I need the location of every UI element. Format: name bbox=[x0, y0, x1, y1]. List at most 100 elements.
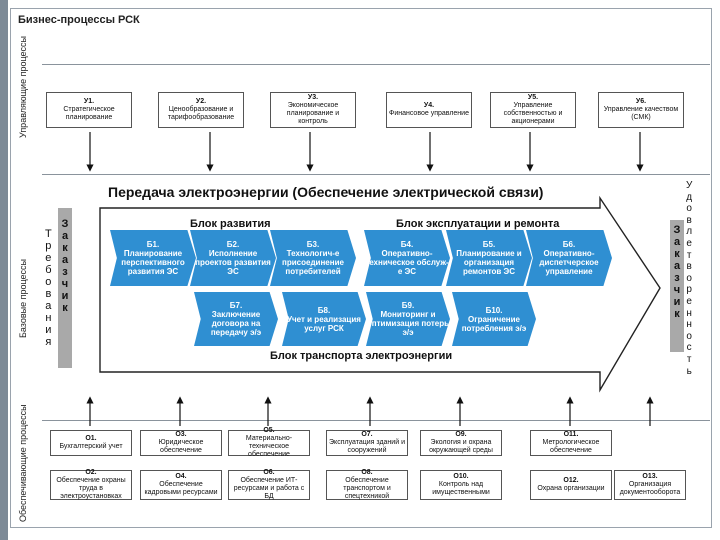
support-process-о8-code: О8. bbox=[361, 469, 373, 476]
basic-process-б1: Б1.Планирование перспективного развития … bbox=[110, 230, 196, 286]
support-process-о9-text: Экология и охрана окружающей среды bbox=[429, 439, 493, 454]
vertical-letter: е bbox=[686, 237, 692, 249]
basic-process-б2: Б2.Исполнение проектов развития ЭС bbox=[190, 230, 276, 286]
basic-process-б3: Б3.Технологич-е присоединение потребител… bbox=[270, 230, 356, 286]
side-label-support: Обеспечивающие процессы bbox=[18, 404, 28, 522]
block-development-label: Блок развития bbox=[190, 218, 271, 230]
management-process-2-text: Ценообразование и тарифообразование bbox=[167, 106, 235, 121]
management-process-5: У5.Управление собственностью и акционера… bbox=[490, 92, 576, 128]
divider-management bbox=[42, 64, 710, 65]
management-process-2-code: У2. bbox=[195, 98, 207, 105]
vertical-letter: З bbox=[673, 224, 681, 236]
basic-process-б2-text: Исполнение проектов развития ЭС bbox=[195, 249, 271, 276]
support-process-о2-text: Обеспечение охраны труда в электроустано… bbox=[56, 477, 126, 500]
basic-process-б6-code: Б6. bbox=[562, 240, 576, 249]
vertical-letter: о bbox=[45, 276, 52, 288]
management-process-1-text: Стратегическое планирование bbox=[63, 106, 115, 121]
basic-process-б4-text: Оперативно-техническое обслуж-е ЭС bbox=[365, 249, 449, 276]
support-process-о8-text: Обеспечение транспортом и спецтехникой bbox=[343, 477, 391, 500]
vertical-letter: и bbox=[45, 324, 52, 336]
basic-process-б3-code: Б3. bbox=[306, 240, 320, 249]
basic-process-б4: Б4.Оперативно-техническое обслуж-е ЭС bbox=[364, 230, 450, 286]
basic-process-б7: Б7.Заключение договора на передачу э/э bbox=[194, 292, 278, 346]
support-process-о2: О2.Обеспечение охраны труда в электроуст… bbox=[50, 469, 132, 500]
basic-process-б5-text: Планирование и организация ремонтов ЭС bbox=[456, 249, 522, 276]
vertical-letter: У bbox=[686, 180, 693, 191]
vertical-letter: е bbox=[686, 295, 692, 307]
basic-process-б10-code: Б10. bbox=[485, 305, 503, 315]
vertical-letter: а bbox=[45, 300, 52, 312]
vertical-letter: а bbox=[673, 236, 681, 248]
basic-process-б6-text: Оперативно-диспетчерское управление bbox=[539, 249, 599, 276]
management-process-4: У4.Финансовое управление bbox=[386, 92, 472, 128]
vertical-letter: а bbox=[61, 254, 69, 266]
management-process-1: У1.Стратегическое планирование bbox=[46, 92, 132, 128]
management-process-6: У6.Управление качеством (СМК) bbox=[598, 92, 684, 128]
side-label-basic: Базовые процессы bbox=[18, 258, 28, 338]
support-process-о5-text: Материально-техническое обеспечение bbox=[245, 435, 293, 458]
support-process-о4-code: О4. bbox=[175, 473, 187, 480]
left-decor-bar bbox=[0, 0, 8, 540]
support-process-о10: О10.Контроль над имущественными bbox=[420, 470, 502, 500]
management-process-1-code: У1. bbox=[83, 98, 95, 105]
vertical-letter: с bbox=[686, 342, 692, 354]
support-process-о1: О1.Бухгалтерский учет bbox=[50, 430, 132, 456]
page-title: Бизнес-процессы РСК bbox=[18, 14, 140, 26]
management-process-3-code: У3. bbox=[307, 94, 319, 101]
basic-process-б9-code: Б9. bbox=[401, 301, 415, 310]
vertical-letter: о bbox=[686, 330, 692, 342]
management-process-5-text: Управление собственностью и акционерами bbox=[503, 102, 563, 125]
vertical-letter: и bbox=[673, 296, 681, 308]
management-process-2: У2.Ценообразование и тарифообразование bbox=[158, 92, 244, 128]
basic-process-б9-text: Мониторинг и оптимизация потерь э/э bbox=[366, 310, 450, 337]
vertical-letter: ь bbox=[686, 365, 692, 377]
support-process-о10-code: О10. bbox=[453, 473, 469, 480]
vertical-letter: и bbox=[61, 290, 69, 302]
transmission-title: Передача электроэнергии (Обеспечение эле… bbox=[108, 184, 544, 200]
basic-process-б7-text: Заключение договора на передачу э/э bbox=[210, 310, 262, 337]
vertical-letter: р bbox=[686, 284, 692, 296]
support-process-о12-code: О12. bbox=[563, 477, 579, 484]
vertical-letter: З bbox=[61, 218, 69, 230]
management-process-3-text: Экономическое планирование и контроль bbox=[286, 102, 340, 125]
support-process-о6-code: О6. bbox=[263, 469, 275, 476]
vertical-letter: ч bbox=[61, 278, 69, 290]
support-process-о3: О3.Юридическое обеспечение bbox=[140, 430, 222, 456]
vertical-letter: р bbox=[45, 240, 52, 252]
basic-process-б2-code: Б2. bbox=[226, 240, 240, 249]
vertical-letter: Т bbox=[45, 228, 52, 240]
management-process-6-code: У6. bbox=[635, 98, 647, 105]
vertical-letter: о bbox=[686, 203, 692, 215]
basic-process-б10: Б10.Ограничение потребления э/э bbox=[452, 292, 536, 346]
divider-basic bbox=[42, 174, 710, 175]
support-process-о6: О6.Обеспечение ИТ-ресурсами и работа с Б… bbox=[228, 469, 310, 500]
vertical-letter: к bbox=[674, 248, 680, 260]
vertical-letter: я bbox=[45, 336, 52, 348]
side-label-management: Управляющие процессы bbox=[18, 36, 28, 138]
support-process-о8: О8.Обеспечение транспортом и спецтехнико… bbox=[326, 469, 408, 500]
vertical-letter: т bbox=[686, 353, 692, 365]
support-process-о4: О4.Обеспечение кадровыми ресурсами bbox=[140, 470, 222, 500]
vertical-letter: к bbox=[62, 242, 68, 254]
support-process-о7: О7.Эксплуатация зданий и сооружений bbox=[326, 430, 408, 456]
vertical-letter: д bbox=[686, 191, 693, 203]
basic-process-б4-code: Б4. bbox=[400, 240, 414, 249]
block-transport-label: Блок транспорта электроэнергии bbox=[270, 350, 453, 362]
vertical-letter: ч bbox=[673, 284, 681, 296]
vertical-letter: в bbox=[686, 214, 692, 226]
support-process-о7-text: Эксплуатация зданий и сооружений bbox=[329, 439, 405, 454]
basic-process-б7-code: Б7. bbox=[229, 301, 243, 310]
support-process-о5: О5.Материально-техническое обеспечение bbox=[228, 427, 310, 458]
vertical-letter: з bbox=[62, 266, 68, 278]
management-process-4-text: Финансовое управление bbox=[389, 110, 469, 117]
divider-support bbox=[42, 420, 710, 421]
management-process-5-code: У5. bbox=[527, 94, 539, 101]
basic-process-б8-code: Б8. bbox=[317, 305, 331, 315]
vertical-letter: н bbox=[686, 307, 692, 319]
basic-process-б8-text: Учет и реализация услуг РСК bbox=[287, 314, 361, 333]
basic-process-б8: Б8.Учет и реализация услуг РСК bbox=[282, 292, 366, 346]
